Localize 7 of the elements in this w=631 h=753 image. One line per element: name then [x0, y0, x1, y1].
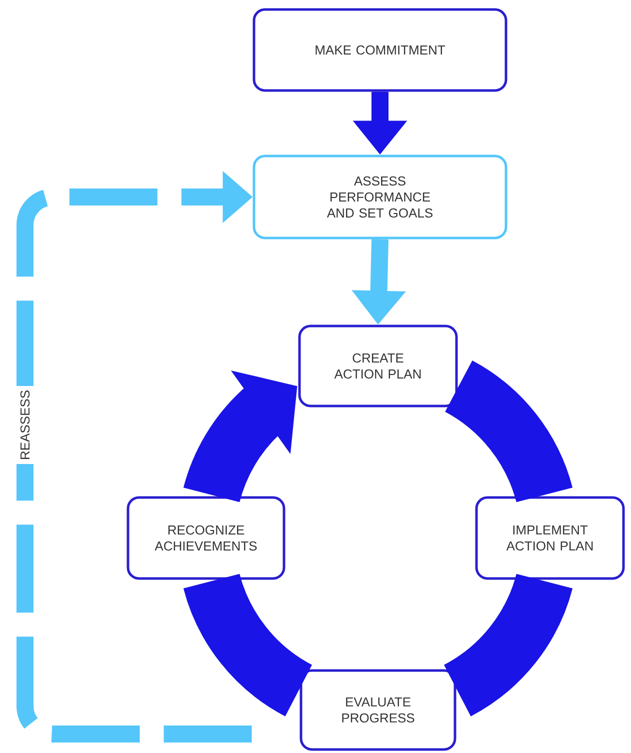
process-box: RECOGNIZE ACHIEVEMENTS	[126, 496, 286, 580]
process-box: IMPLEMENT ACTION PLAN	[475, 496, 625, 580]
process-box: MAKE COMMITMENT	[252, 8, 508, 92]
process-box: EVALUATE PROGRESS	[300, 669, 456, 751]
process-box: CREATE ACTION PLAN	[298, 324, 458, 408]
edge-label: REASSESS	[16, 386, 34, 464]
process-box: ASSESS PERFORMANCE AND SET GOALS	[252, 154, 508, 240]
